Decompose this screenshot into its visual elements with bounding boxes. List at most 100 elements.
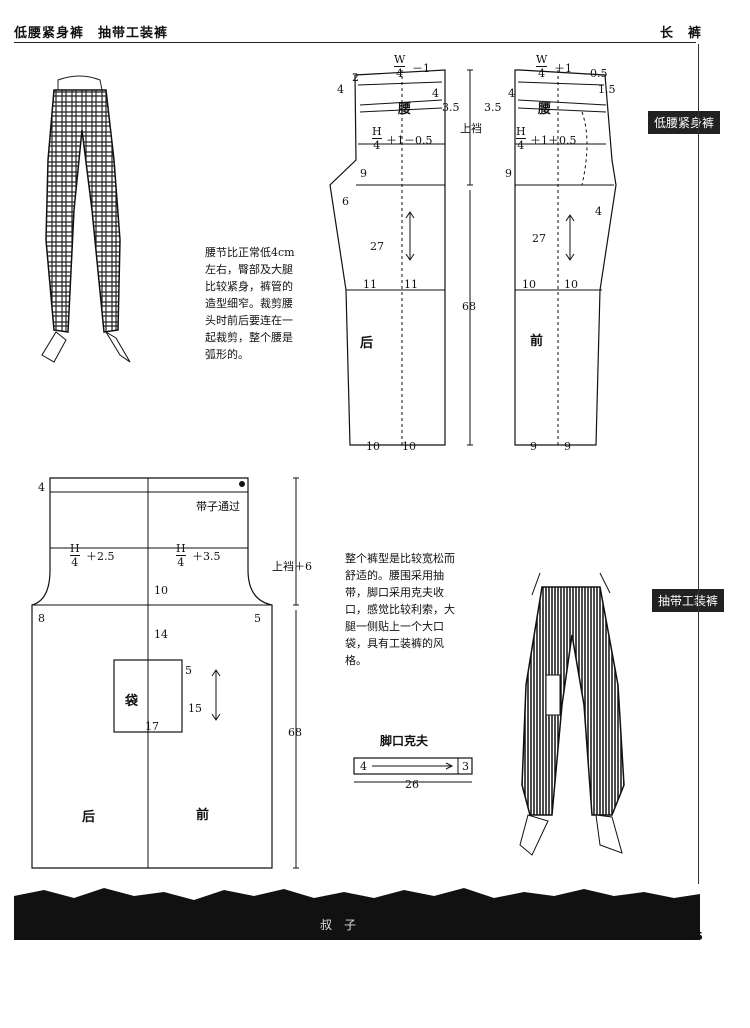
- front-dim-10: 9: [564, 440, 571, 453]
- drawstring-top-dim: 4: [38, 481, 45, 494]
- front-w-adj: ＋1: [554, 62, 572, 75]
- back-dim-5: 6: [342, 195, 349, 208]
- front-dim-2: 4: [508, 87, 515, 100]
- back-dim-2: 4: [432, 87, 439, 100]
- drawstring-length-marker: [293, 610, 299, 869]
- back-waist-label: 腰: [398, 102, 412, 117]
- header-rule: [14, 42, 696, 43]
- drawstring-pants-illustration: [519, 572, 625, 856]
- drawstring-dim-1: 8: [38, 612, 45, 625]
- back-dim-0: 4: [337, 83, 344, 96]
- drawstring-back-label: 后: [82, 810, 96, 825]
- front-waist-label: 腰: [538, 102, 552, 117]
- drawstring-grain-arrow: [211, 669, 221, 721]
- back-h-formula: H 4: [372, 125, 382, 152]
- front-dim-8: 10: [564, 278, 578, 291]
- drawstring-guide-lines: [32, 547, 272, 606]
- front-waistband: [517, 81, 607, 113]
- page-number: 265: [680, 930, 703, 943]
- front-dim-5: 4: [595, 205, 602, 218]
- back-dim-8: 11: [404, 278, 418, 291]
- back-dim-6: 27: [370, 240, 384, 253]
- tag-drawstring: 抽带工装裤: [652, 589, 725, 612]
- drawstring-h-front: H 4: [176, 542, 186, 569]
- cuff-title: 脚口克夫: [380, 734, 429, 748]
- drawstring-dim-2: 5: [254, 612, 261, 625]
- cargo-pocket: [113, 659, 183, 733]
- front-h-den: 4: [516, 138, 526, 152]
- back-piece-outline: [329, 69, 446, 446]
- front-panel-label: 前: [530, 334, 544, 349]
- front-grain-arrow: [565, 214, 575, 261]
- drawstring-dim-0: 10: [154, 584, 168, 597]
- front-dim-0: 0.5: [590, 67, 608, 80]
- right-margin-line: [698, 44, 699, 884]
- header-left-title: 低腰紧身裤 抽带工装裤: [14, 26, 169, 41]
- length-marker: [467, 190, 473, 446]
- drawstring-h-back-adj: ＋2.5: [86, 550, 115, 563]
- drawstring-rise-marker: [293, 477, 299, 606]
- drawstring-h-back-num: H: [70, 542, 80, 555]
- front-dim-7: 10: [522, 278, 536, 291]
- low-waist-length: 68: [462, 300, 476, 313]
- header-right-title: 长 裤: [660, 26, 703, 41]
- back-dim-3: 3.5: [442, 101, 460, 114]
- front-fly-curve: [581, 111, 588, 186]
- front-dim-6: 27: [532, 232, 546, 245]
- drawstring-dim-4: 5: [185, 664, 192, 677]
- front-dim-4: 9: [505, 167, 512, 180]
- drawstring-rise-label: 上裆＋6: [272, 560, 312, 573]
- back-h-den: 4: [372, 138, 382, 152]
- low-waist-rise-label: 上裆: [460, 122, 482, 135]
- back-w-den: 4: [394, 66, 406, 80]
- front-h-formula: H 4: [516, 125, 526, 152]
- low-waist-description: 腰节比正常低4cm左右，臀部及大腿比较紧身，裤管的造型细窄。裁剪腰头时前后要连在…: [205, 246, 295, 361]
- drawstring-dim-5: 15: [188, 702, 202, 715]
- drawstring-eyelet: [239, 481, 245, 487]
- cuff-diagram: [353, 757, 473, 783]
- drawstring-dim-6: 17: [145, 720, 159, 733]
- front-h-adj: ＋1＋0.5: [530, 134, 577, 147]
- front-h-num: H: [516, 125, 526, 138]
- drawstring-h-back: H 4: [70, 542, 80, 569]
- back-panel-label: 后: [360, 336, 374, 351]
- back-waistband: [357, 81, 443, 113]
- drawstring-h-front-den: 4: [176, 555, 186, 569]
- drawstring-h-back-den: 4: [70, 555, 80, 569]
- cuff-fold: 3: [462, 760, 469, 773]
- front-dim-1: 1.5: [598, 83, 616, 96]
- low-waist-pattern-diagram: [329, 69, 617, 446]
- back-grain-arrow: [405, 211, 415, 261]
- footer-band-text: 叔 子: [320, 918, 357, 932]
- drawstring-length: 68: [288, 726, 302, 739]
- back-guide-lines: [346, 143, 445, 291]
- front-w-den: 4: [536, 66, 548, 80]
- back-dim-9: 10: [366, 440, 380, 453]
- back-w-adj: －1: [412, 62, 430, 75]
- back-w-num: W: [394, 53, 406, 66]
- back-h-num: H: [372, 125, 382, 138]
- drawstring-piece-outline: [31, 477, 273, 869]
- drawstring-pattern-diagram: [31, 477, 299, 869]
- drawstring-channel-label: 带子通过: [196, 500, 240, 513]
- back-dim-1: 2: [352, 71, 359, 84]
- front-w-formula: W 4: [536, 53, 548, 80]
- tag-low-waist: 低腰紧身裤: [648, 111, 721, 134]
- front-dim-9: 9: [530, 440, 537, 453]
- back-h-adj: ＋1－0.5: [386, 134, 433, 147]
- drawstring-h-front-adj: ＋3.5: [192, 550, 221, 563]
- drawstring-h-front-num: H: [176, 542, 186, 555]
- cuff-rect: [353, 757, 473, 775]
- cuff-arrow: [372, 762, 454, 770]
- rise-marker: [467, 69, 473, 186]
- front-dim-3: 3.5: [484, 101, 502, 114]
- cuff-height: 4: [360, 760, 367, 773]
- footer-band: [14, 888, 700, 940]
- low-waist-pants-illustration: [41, 75, 131, 363]
- cuff-width: 26: [405, 778, 419, 791]
- drawstring-front-label: 前: [196, 808, 210, 823]
- back-dim-10: 10: [402, 440, 416, 453]
- back-w-formula: W 4: [394, 53, 406, 80]
- front-guide-lines: [515, 143, 614, 291]
- back-dim-7: 11: [363, 278, 377, 291]
